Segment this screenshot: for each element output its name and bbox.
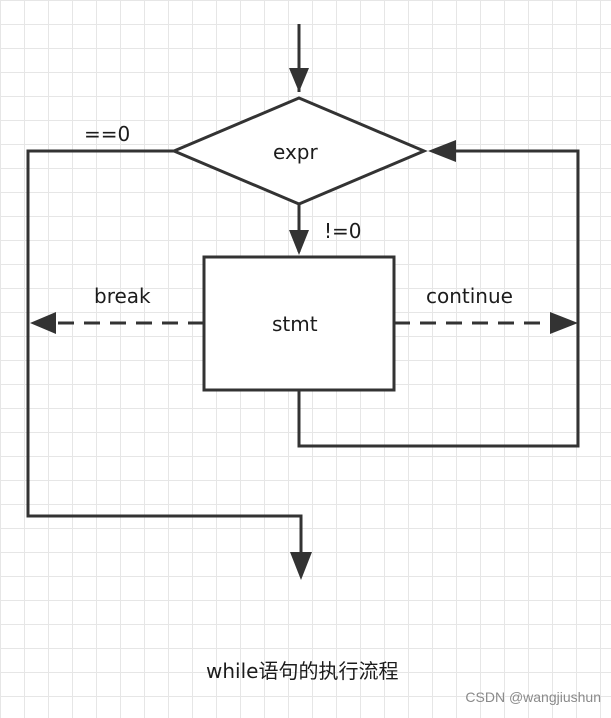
exit-arrowhead xyxy=(290,552,312,580)
loop-back-line xyxy=(297,149,580,448)
break-label: break xyxy=(94,284,151,308)
loop-back-arrowhead xyxy=(428,140,456,162)
entry-arrowhead xyxy=(289,68,309,92)
true-branch-label: !=0 xyxy=(324,219,362,243)
true-path-arrowhead xyxy=(289,230,309,255)
break-arrowhead xyxy=(30,312,56,334)
process-label: stmt xyxy=(272,312,318,336)
continue-arrowhead xyxy=(550,312,578,334)
decision-label: expr xyxy=(273,140,318,164)
continue-label: continue xyxy=(426,284,513,308)
watermark-text: CSDN @wangjiushun xyxy=(465,689,601,705)
false-branch-label: ==0 xyxy=(84,122,131,146)
diagram-caption: while语句的执行流程 xyxy=(206,659,399,683)
false-path-line xyxy=(26,149,303,555)
